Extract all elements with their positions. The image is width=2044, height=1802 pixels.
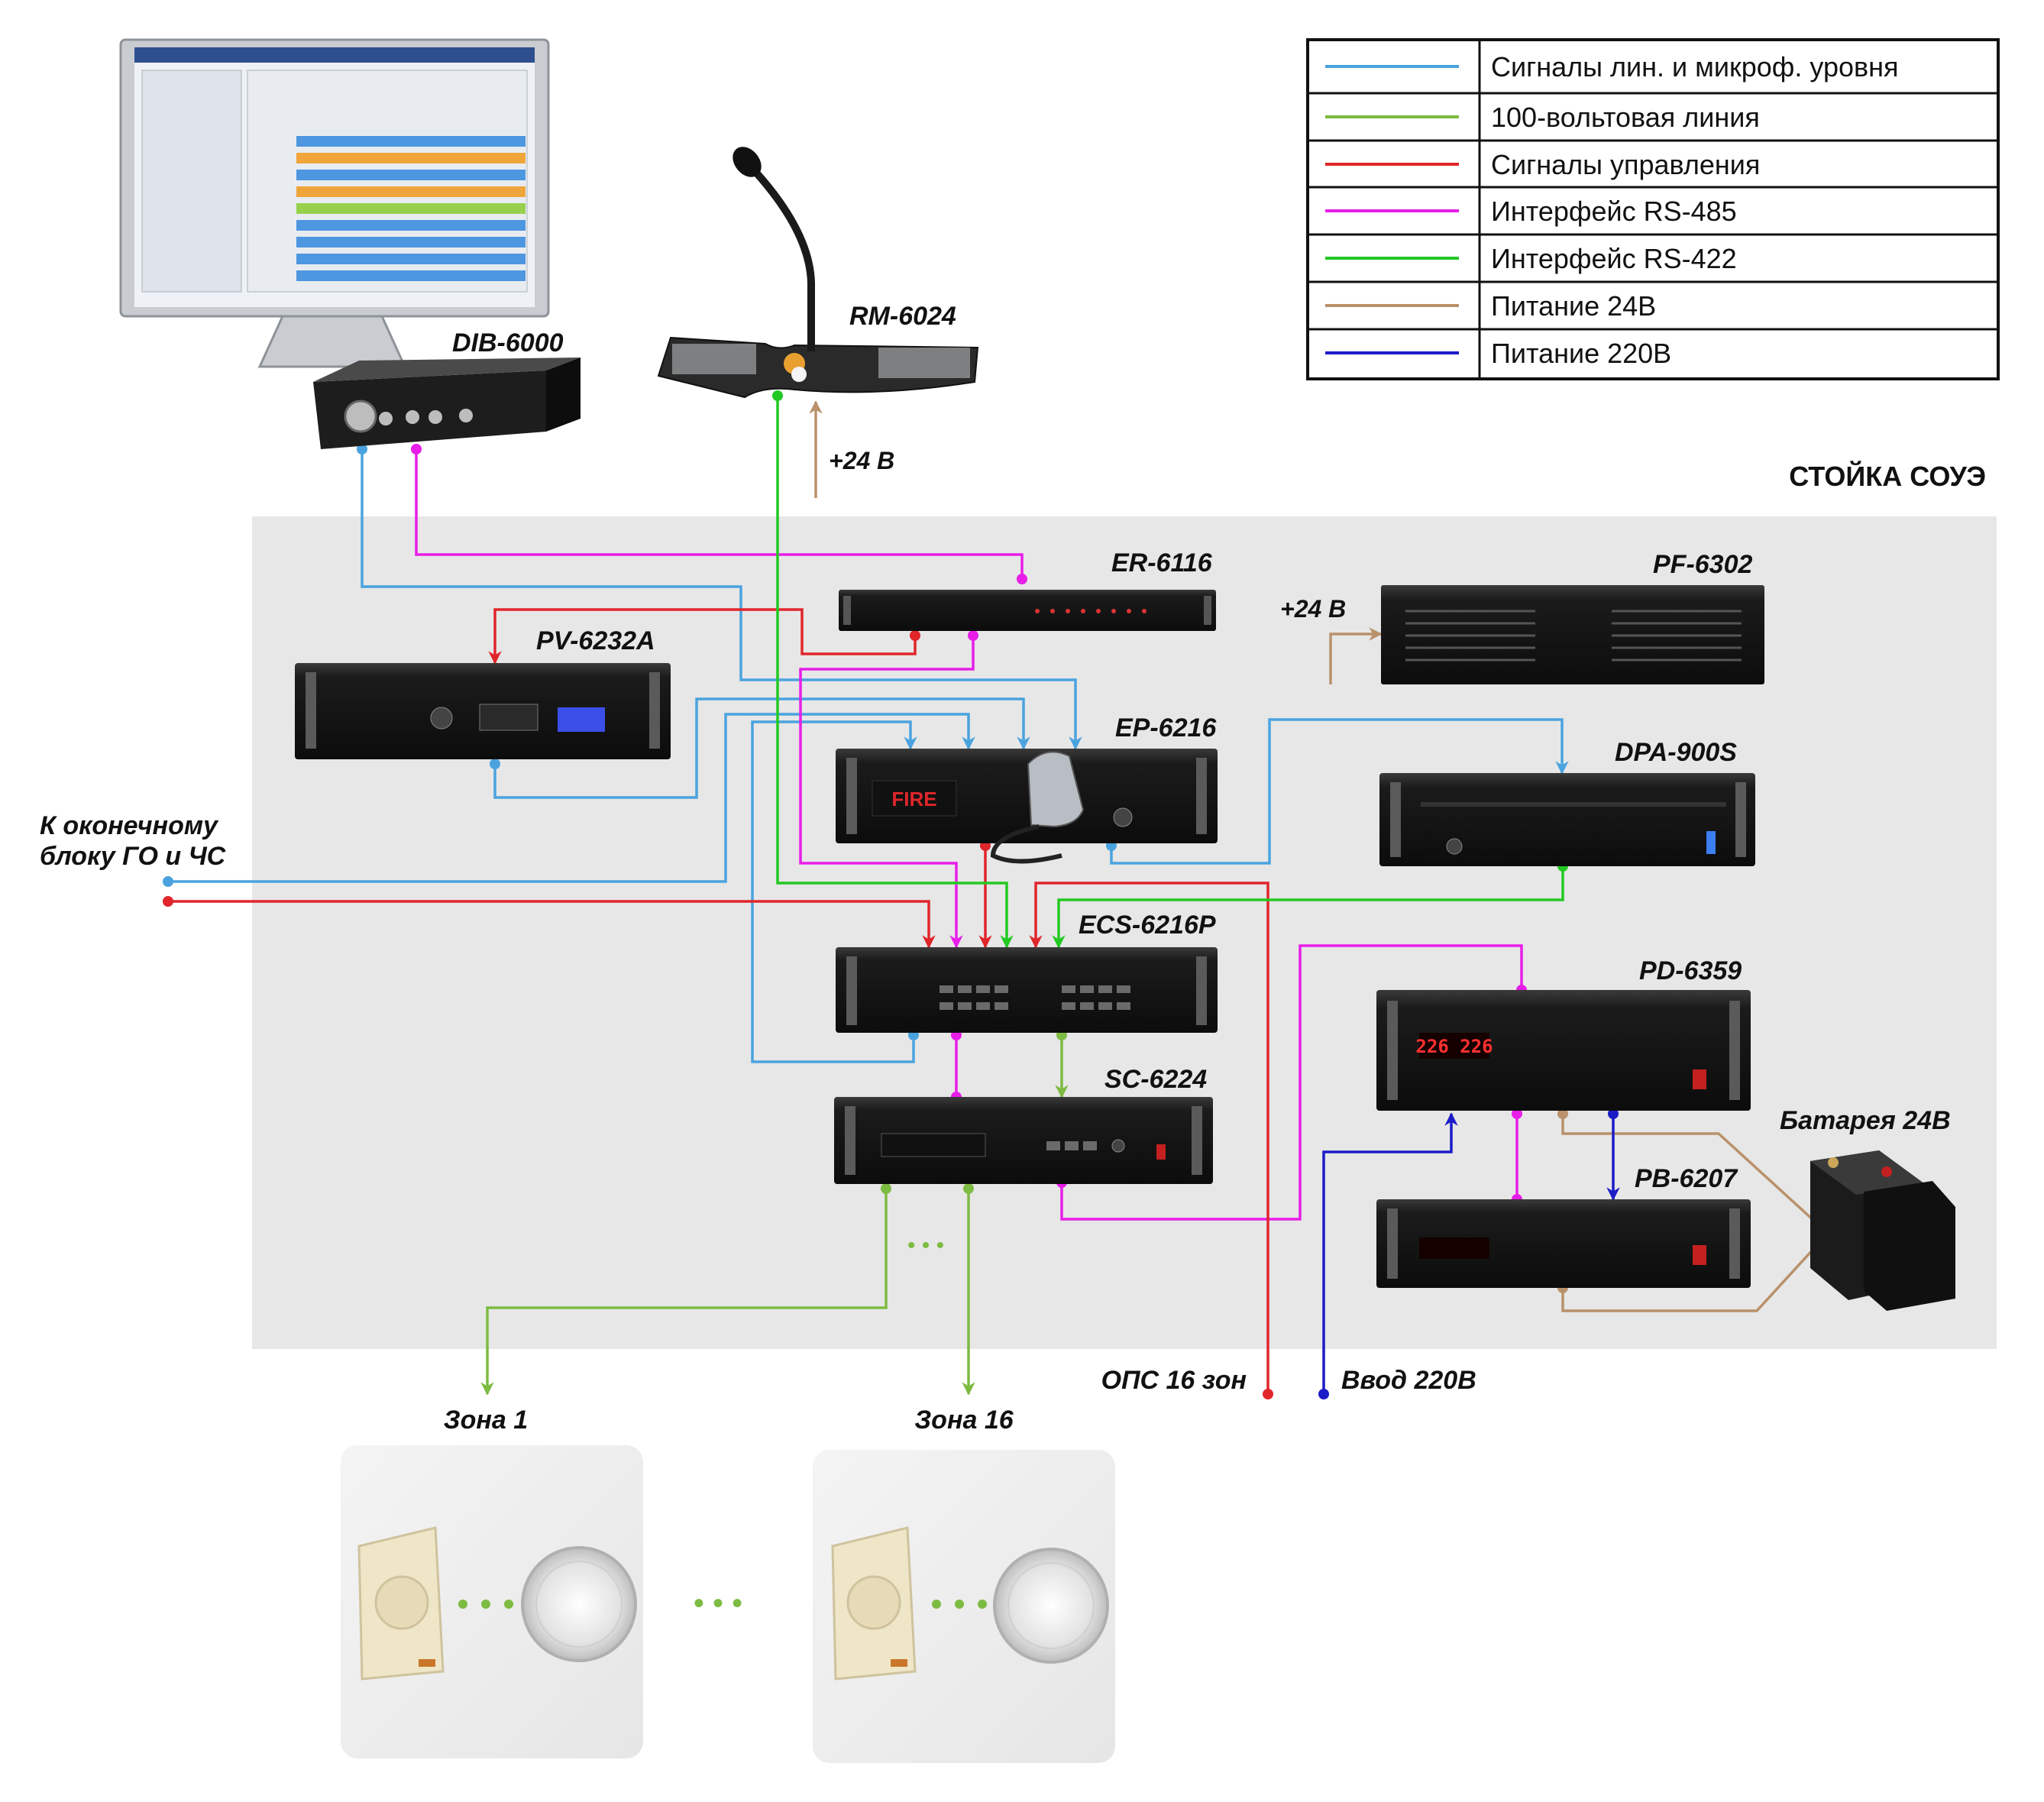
wire-tan-pf-power: [1329, 627, 1383, 684]
device-label-battery: Батарея 24В: [1780, 1106, 1951, 1135]
go-label-line1: К оконечному: [40, 811, 219, 840]
sc-6224: [834, 1097, 1213, 1184]
zone1-speakers: [341, 1445, 643, 1758]
go-label-line2: блоку ГО и ЧС: [40, 842, 226, 871]
gooseneck-microphone: [745, 161, 815, 351]
device-label-rm: RM-6024: [849, 302, 956, 331]
wire-olive-sc-zone1: [480, 1183, 891, 1396]
wire-blue-ep-dpa: [1106, 718, 1569, 865]
device-label-pd: PD-6359: [1639, 956, 1742, 985]
ceiling-speaker-icon: [521, 1546, 637, 1662]
mains-label: Ввод 220В: [1341, 1366, 1476, 1395]
ceiling-speaker-icon: [993, 1548, 1109, 1664]
sc-outputs-ellipsis: • • •: [907, 1233, 944, 1258]
zones-ellipsis: • • •: [694, 1587, 742, 1620]
dib-6000: [313, 357, 581, 449]
pf-power-label: +24 В: [1280, 595, 1346, 623]
zone1-label: Зона 1: [444, 1406, 528, 1435]
legend-label-24v: Питание 24В: [1491, 290, 1656, 322]
battery-terminal-negative-icon: [1828, 1157, 1839, 1168]
zone16-label: Зона 16: [914, 1406, 1014, 1435]
wire-green-rm-ecs: [772, 390, 1014, 949]
ecs-6216p: [836, 947, 1218, 1033]
device-label-pb: PB-6207: [1635, 1164, 1738, 1193]
dib-connector-icon: [344, 400, 377, 433]
wire-navy-mains-pd: [1318, 1112, 1458, 1399]
wire-tan-pd-battery: [1557, 1108, 1826, 1231]
pf-vent-grille: [1405, 610, 1742, 662]
wires: • • •: [163, 390, 1826, 1399]
pc-monitor: [119, 38, 550, 368]
legend-label-rs422: Интерфейс RS-422: [1491, 243, 1737, 274]
device-label-pf: PF-6302: [1653, 550, 1752, 579]
pb-6207: [1376, 1199, 1751, 1288]
device-label-dpa: DPA-900S: [1615, 738, 1737, 767]
legend-label-control: Сигналы управления: [1491, 149, 1760, 180]
er-6116: [839, 590, 1216, 631]
legend-label-220v: Питание 220В: [1491, 338, 1671, 369]
pf-6302: [1381, 585, 1764, 684]
device-label-ep: EP-6216: [1115, 713, 1217, 742]
pd-6359: 226 226: [1376, 990, 1751, 1111]
zone16-speakers: [813, 1450, 1115, 1763]
ep-6216: FIRE: [836, 749, 1218, 864]
legend-label-line-signal: Сигналы лин. и микроф. уровня: [1491, 51, 1899, 82]
dpa-900s: [1379, 773, 1755, 866]
rm-6024: [657, 147, 979, 399]
battery-terminal-positive-icon: [1881, 1166, 1892, 1177]
device-label-er: ER-6116: [1111, 548, 1213, 577]
device-label-pv: PV-6232A: [536, 626, 655, 655]
ep-fire-panel: FIRE: [891, 788, 936, 810]
device-label-dib: DIB-6000: [452, 328, 564, 357]
pv-display: [558, 707, 605, 732]
software-zone-grid: [296, 136, 526, 281]
wire-tan-pb-battery: [1557, 1236, 1826, 1312]
legend-label-100v: 100-вольтовая линия: [1491, 102, 1760, 133]
device-label-sc: SC-6224: [1104, 1065, 1207, 1094]
legend-label-rs485: Интерфейс RS-485: [1491, 196, 1737, 227]
pv-6232a: [295, 663, 671, 759]
battery-24v: [1810, 1150, 1955, 1311]
wire-magenta-dib-er: [411, 444, 1027, 584]
handheld-microphone-icon: [1027, 751, 1085, 828]
legend: Сигналы лин. и микроф. уровня 100-вольто…: [1306, 38, 2000, 380]
device-label-ecs: ECS-6216P: [1079, 911, 1216, 940]
ops-label: ОПС 16 зон: [1101, 1366, 1247, 1395]
rack-title: СТОЙКА СОУЭ: [1789, 460, 1986, 492]
microphone-icon: [733, 147, 762, 177]
rm-power-label: +24 В: [829, 447, 894, 474]
wire-green-dpa-ecs: [1052, 861, 1568, 949]
pd-voltage-display: 226 226: [1415, 1036, 1493, 1057]
